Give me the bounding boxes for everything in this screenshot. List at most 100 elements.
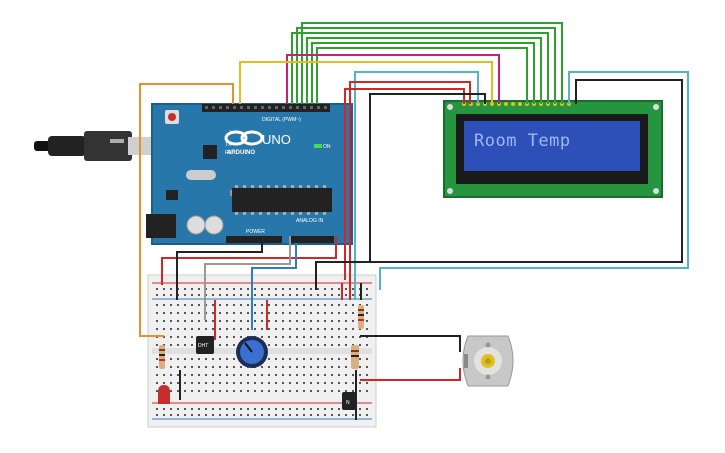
board-model: UNO [262, 132, 291, 147]
breadboard-hole [170, 336, 172, 338]
breadboard-hole [205, 414, 207, 416]
reset-button[interactable] [168, 113, 176, 121]
breadboard-hole [205, 390, 207, 392]
breadboard-hole [261, 328, 263, 330]
breadboard-hole [366, 382, 368, 384]
breadboard-hole [352, 382, 354, 384]
breadboard-hole [247, 304, 249, 306]
breadboard-hole [254, 320, 256, 322]
breadboard-hole [345, 374, 347, 376]
breadboard-hole [198, 294, 200, 296]
breadboard-hole [303, 408, 305, 410]
breadboard-hole [261, 382, 263, 384]
breadboard-hole [338, 374, 340, 376]
breadboard-hole [233, 304, 235, 306]
breadboard-hole [261, 336, 263, 338]
breadboard-hole [226, 336, 228, 338]
breadboard-hole [198, 408, 200, 410]
breadboard-hole [163, 294, 165, 296]
breadboard-hole [366, 358, 368, 360]
breadboard-hole [268, 336, 270, 338]
breadboard-hole [296, 382, 298, 384]
breadboard-hole [212, 414, 214, 416]
breadboard-hole [317, 390, 319, 392]
breadboard-hole [240, 390, 242, 392]
potentiometer-icon[interactable] [236, 336, 268, 368]
breadboard-hole [226, 414, 228, 416]
temperature-sensor: DHT [196, 336, 214, 354]
breadboard-hole [184, 408, 186, 410]
breadboard-hole [233, 288, 235, 290]
breadboard-hole [212, 390, 214, 392]
breadboard-hole [310, 344, 312, 346]
breadboard-hole [317, 414, 319, 416]
breadboard-hole [275, 390, 277, 392]
breadboard-hole [331, 366, 333, 368]
breadboard-hole [359, 366, 361, 368]
breadboard-hole [226, 344, 228, 346]
breadboard-hole [156, 390, 158, 392]
breadboard-hole [184, 366, 186, 368]
breadboard-hole [345, 312, 347, 314]
breadboard-hole [240, 288, 242, 290]
breadboard-hole [310, 366, 312, 368]
breadboard-hole [205, 366, 207, 368]
breadboard-hole [366, 304, 368, 306]
breadboard-hole [303, 374, 305, 376]
breadboard-hole [212, 408, 214, 410]
breadboard-hole [275, 414, 277, 416]
breadboard-hole [324, 382, 326, 384]
breadboard-hole [303, 312, 305, 314]
breadboard-hole [345, 414, 347, 416]
breadboard-hole [219, 374, 221, 376]
breadboard-hole [289, 382, 291, 384]
breadboard-hole [261, 366, 263, 368]
breadboard-hole [254, 288, 256, 290]
breadboard-hole [219, 414, 221, 416]
breadboard-hole [170, 366, 172, 368]
breadboard-hole [177, 374, 179, 376]
breadboard-hole [170, 408, 172, 410]
breadboard-hole [205, 382, 207, 384]
breadboard-hole [275, 328, 277, 330]
breadboard-hole [163, 328, 165, 330]
sensor-label: DHT [198, 343, 208, 349]
breadboard-hole [366, 312, 368, 314]
breadboard-hole [233, 320, 235, 322]
led-l-label: L [230, 130, 233, 136]
breadboard-hole [198, 390, 200, 392]
breadboard-hole [268, 390, 270, 392]
breadboard-hole [338, 304, 340, 306]
breadboard-hole [366, 366, 368, 368]
breadboard-hole [198, 288, 200, 290]
breadboard-hole [331, 328, 333, 330]
breadboard-hole [324, 304, 326, 306]
arduino-uno-board: DIGITAL (PWM~) UNO ARDUINO L TX RX ON [146, 103, 353, 245]
breadboard-hole [261, 390, 263, 392]
breadboard-hole [296, 288, 298, 290]
breadboard-hole [247, 294, 249, 296]
breadboard-hole [345, 328, 347, 330]
breadboard-hole [156, 344, 158, 346]
breadboard-hole [184, 294, 186, 296]
breadboard-hole [331, 408, 333, 410]
breadboard-hole [268, 328, 270, 330]
breadboard-hole [317, 294, 319, 296]
breadboard-hole [240, 312, 242, 314]
breadboard-hole [352, 390, 354, 392]
breadboard-hole [191, 294, 193, 296]
breadboard-hole [205, 320, 207, 322]
breadboard-hole [289, 414, 291, 416]
breadboard-hole [254, 328, 256, 330]
breadboard-hole [366, 414, 368, 416]
breadboard-hole [359, 374, 361, 376]
breadboard-hole [331, 374, 333, 376]
breadboard-hole [317, 358, 319, 360]
breadboard-hole [261, 294, 263, 296]
breadboard-hole [303, 328, 305, 330]
breadboard-hole [324, 408, 326, 410]
breadboard-hole [331, 358, 333, 360]
breadboard-hole [324, 336, 326, 338]
breadboard-hole [317, 304, 319, 306]
